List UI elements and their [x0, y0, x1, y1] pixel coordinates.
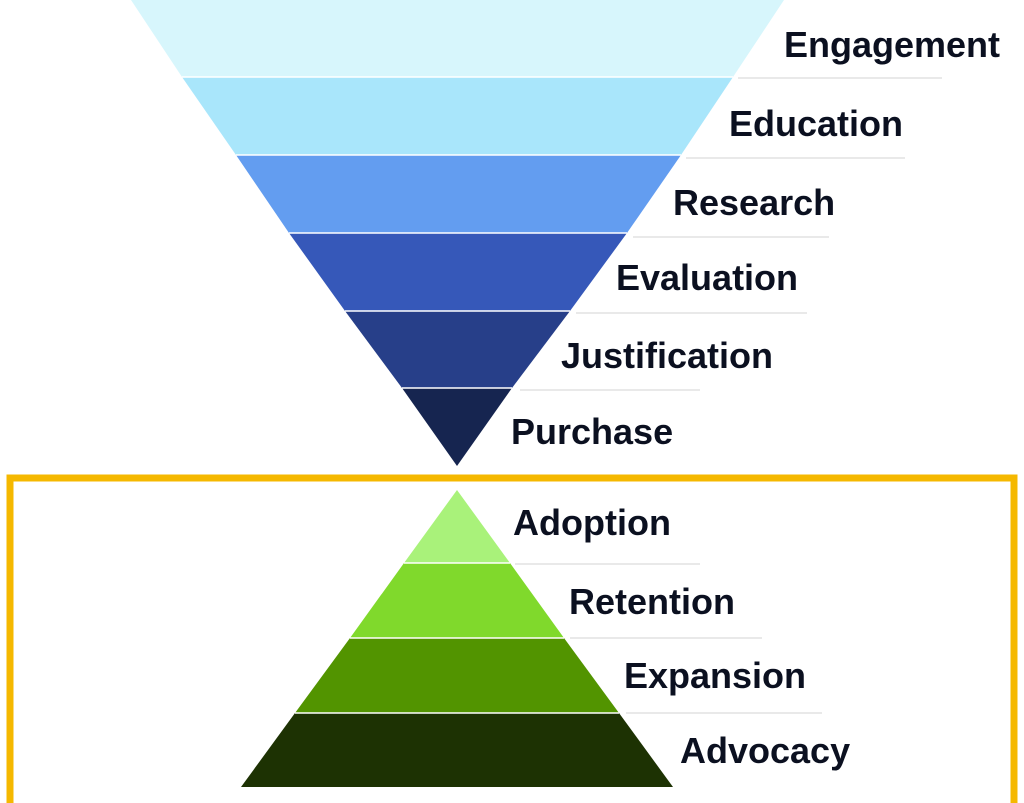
pyramid-band-expansion [295, 638, 619, 713]
pyramid-label-adoption: Adoption [513, 502, 671, 543]
funnel-band-research [236, 155, 681, 233]
funnel-label-engagement: Engagement [784, 24, 1000, 65]
pyramid-highlight-frame [6, 474, 1018, 803]
pyramid-band-advocacy [241, 713, 673, 787]
funnel-band-justification [345, 311, 570, 388]
pyramid-label-retention: Retention [569, 581, 735, 622]
funnel-label-research: Research [673, 182, 835, 223]
funnel-band-education [182, 77, 733, 155]
sales-funnel [131, 0, 784, 466]
funnel-band-evaluation [289, 233, 627, 311]
funnel-labels: Engagement Education Research Evaluation… [511, 24, 1000, 452]
funnel-label-justification: Justification [561, 335, 773, 376]
funnel-label-purchase: Purchase [511, 411, 673, 452]
pyramid-labels: Adoption Retention Expansion Advocacy [513, 502, 850, 771]
pyramid-label-expansion: Expansion [624, 655, 806, 696]
funnel-band-engagement [131, 0, 784, 77]
pyramid-band-adoption [404, 490, 510, 563]
funnel-label-education: Education [729, 103, 903, 144]
funnel-band-purchase [402, 388, 512, 466]
pyramid-label-advocacy: Advocacy [680, 730, 850, 771]
retention-pyramid [241, 490, 673, 787]
funnel-dividers [520, 77, 942, 391]
pyramid-dividers [515, 563, 822, 714]
pyramid-band-retention [350, 563, 564, 638]
funnel-label-evaluation: Evaluation [616, 257, 798, 298]
